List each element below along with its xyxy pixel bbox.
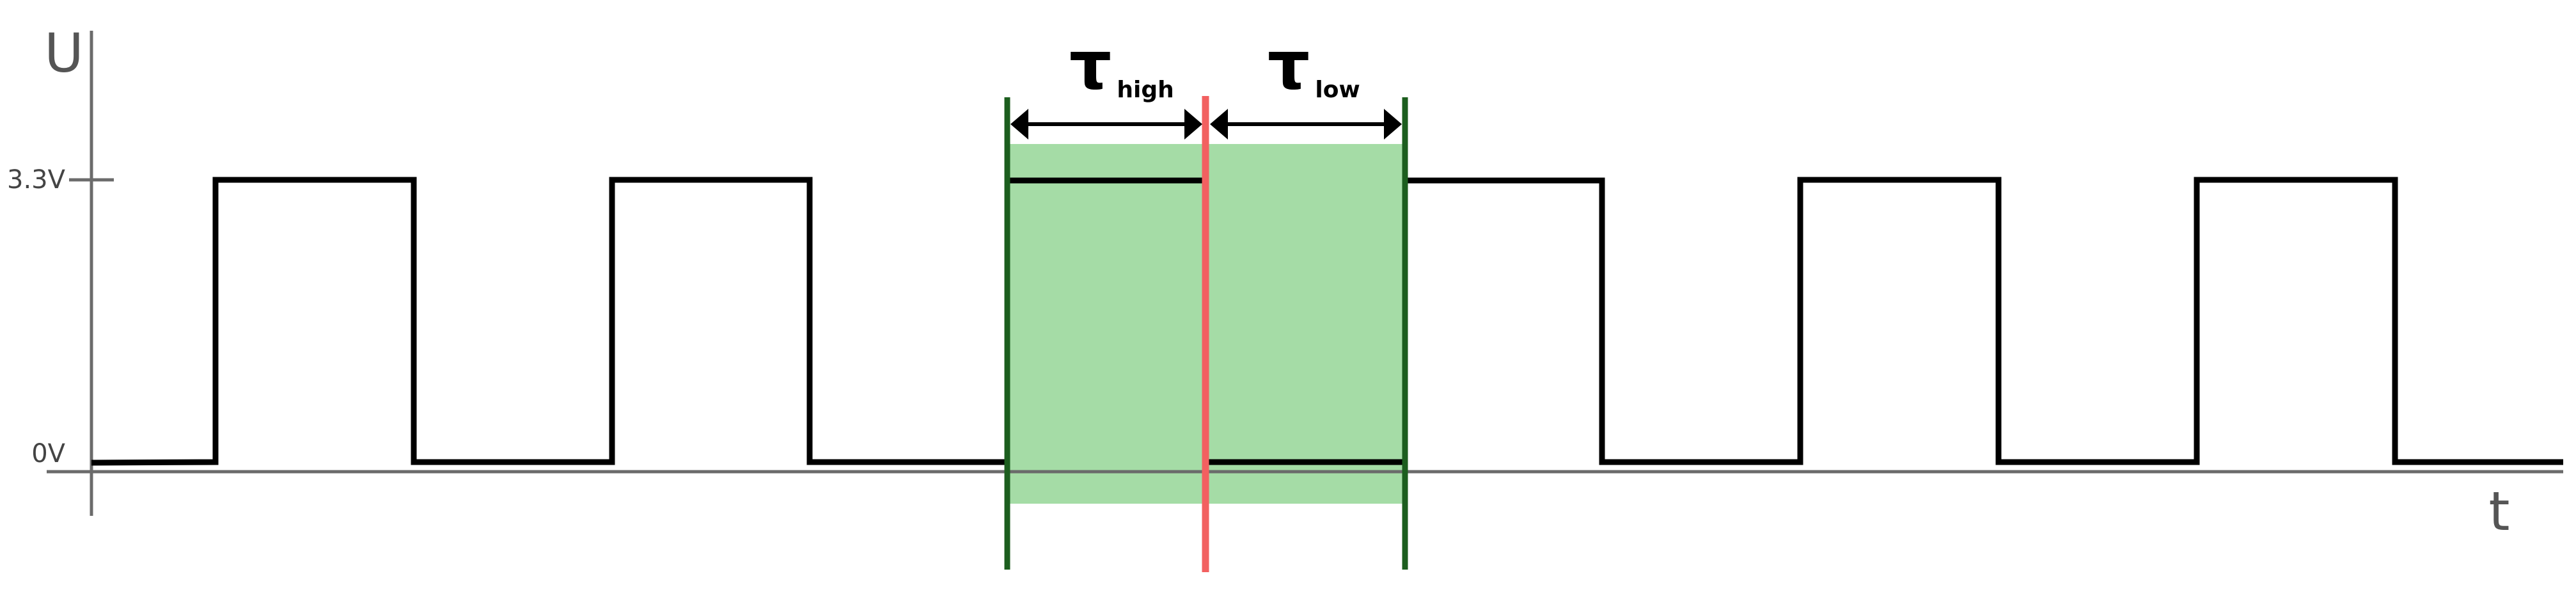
tick-label-high: 3.3V bbox=[7, 165, 66, 195]
tau-high-subscript: high bbox=[1117, 77, 1174, 103]
tau-low-subscript: low bbox=[1315, 77, 1360, 103]
tau-low-left-arrowhead bbox=[1210, 109, 1228, 140]
tau-high-left-arrowhead bbox=[1010, 109, 1028, 140]
tau-low-right-arrowhead bbox=[1384, 109, 1402, 140]
tau-high-symbol: τ bbox=[1069, 26, 1111, 104]
square-wave-signal bbox=[91, 177, 2563, 466]
x-axis-label: t bbox=[2489, 480, 2510, 543]
y-axis-label: U bbox=[44, 22, 83, 84]
tau-low-symbol: τ bbox=[1268, 26, 1310, 104]
tick-label-low: 0V bbox=[31, 439, 65, 468]
tau-high-right-arrowhead bbox=[1184, 109, 1202, 140]
